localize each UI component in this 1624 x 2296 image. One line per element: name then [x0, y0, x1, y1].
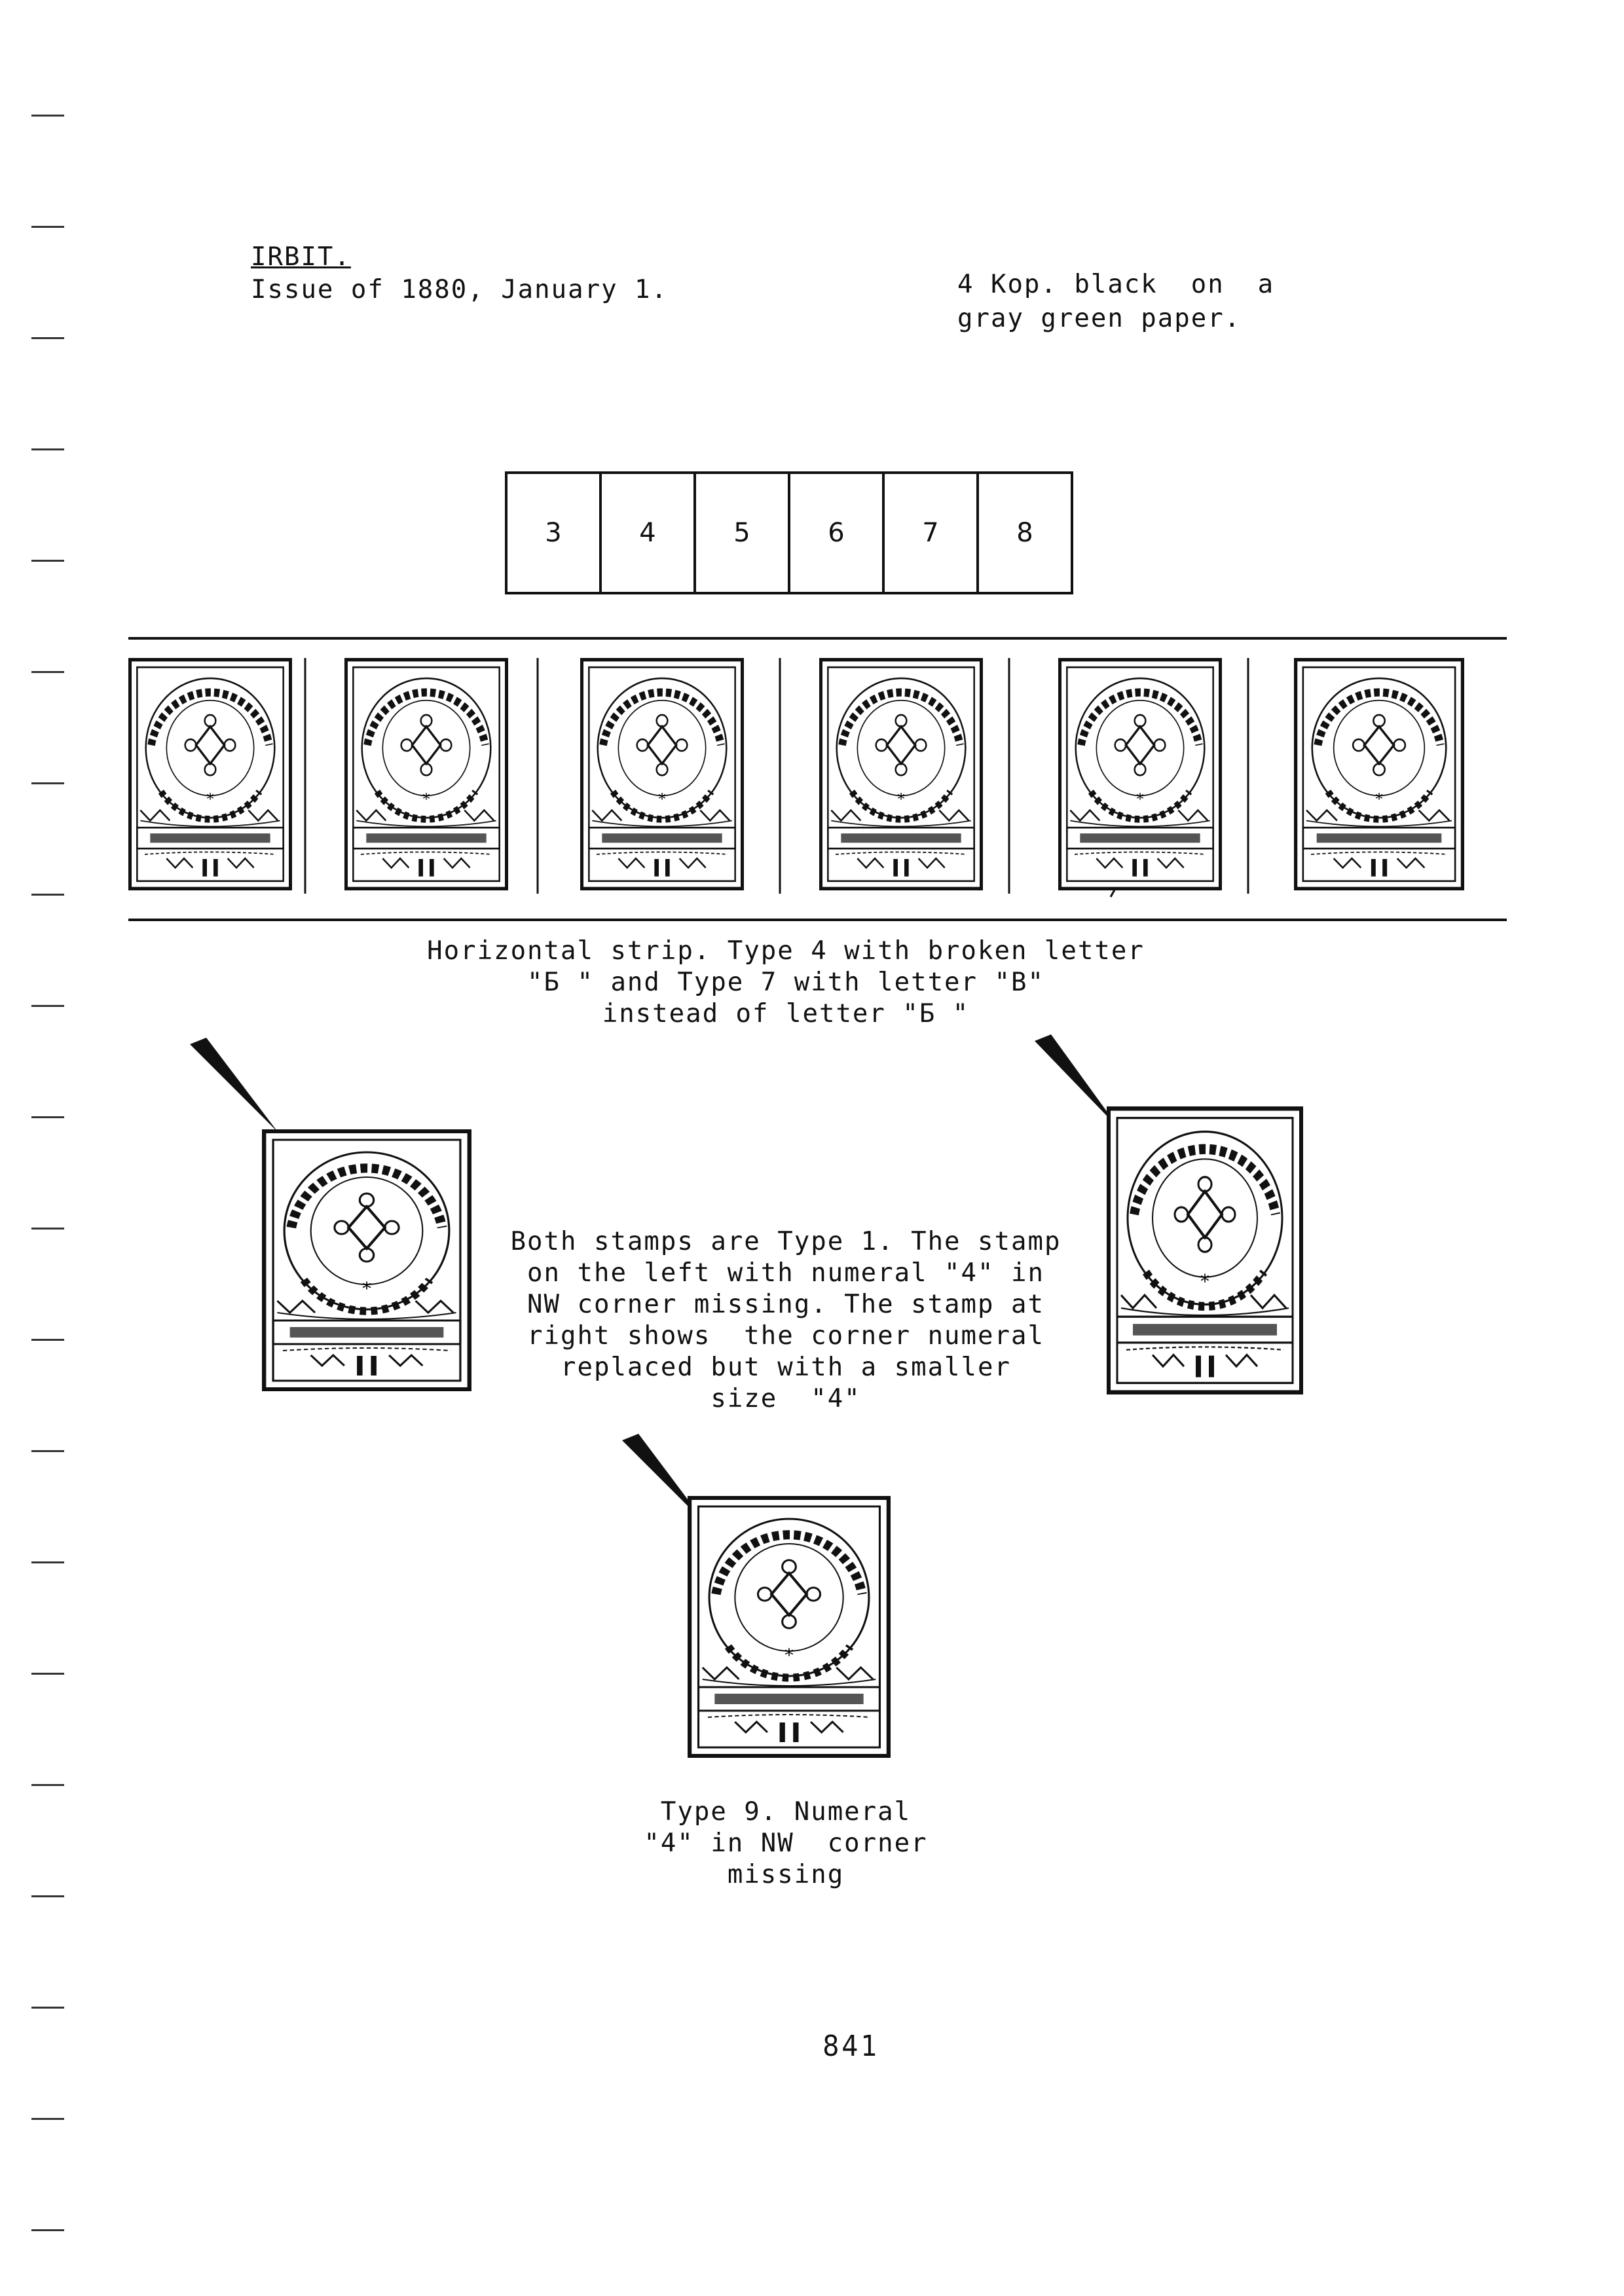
- position-box: 7: [882, 471, 979, 594]
- strip-caption-line-2: "Б " and Type 7 with letter "В": [527, 968, 1044, 997]
- stamp-position-7: [1058, 658, 1222, 890]
- issue-date: Issue of 1880, January 1.: [251, 275, 668, 304]
- stamp-position-8: [1294, 658, 1464, 890]
- stamp-type-1-right: [1107, 1106, 1303, 1394]
- position-boxes: 3 4 5 6 7 8: [505, 471, 1073, 594]
- bottom-caption-line-1: Type 9. Numeral: [660, 1797, 912, 1827]
- page-title: IRBIT.: [251, 242, 351, 272]
- stamp-position-6: [819, 658, 983, 890]
- position-box: 4: [599, 471, 696, 594]
- position-box: 5: [693, 471, 790, 594]
- middle-caption-line-6: size "4": [710, 1384, 861, 1413]
- bottom-caption-line-2: "4" in NW corner: [644, 1829, 928, 1858]
- position-box: 8: [976, 471, 1073, 594]
- middle-caption-line-5: replaced but with a smaller: [561, 1353, 1011, 1382]
- strip-caption-line-1: Horizontal strip. Type 4 with broken let…: [427, 936, 1145, 966]
- pointer-arrow-left-stamp: [190, 1038, 278, 1133]
- middle-caption-line-4: right shows the corner numeral: [527, 1321, 1044, 1351]
- description-line-2: gray green paper.: [957, 304, 1242, 333]
- strip-caption-line-3: instead of letter "Б ": [602, 999, 970, 1029]
- stamp-position-4: [344, 658, 508, 890]
- stamp-type-9: [688, 1496, 891, 1758]
- stamp-position-3: [128, 658, 292, 890]
- pointer-arrow-right-stamp: [1035, 1034, 1120, 1129]
- middle-caption-line-2: on the left with numeral "4" in: [527, 1258, 1044, 1288]
- stamp-position-5: [580, 658, 744, 890]
- middle-caption-line-3: NW corner missing. The stamp at: [527, 1290, 1044, 1319]
- pointer-arrow-bottom-stamp: [622, 1434, 707, 1525]
- position-box: 6: [788, 471, 885, 594]
- description-line-1: 4 Kop. black on a: [957, 270, 1275, 299]
- page-number: 841: [822, 2030, 880, 2063]
- stamp-strip: [128, 632, 1507, 923]
- bottom-caption-line-3: missing: [727, 1860, 845, 1889]
- middle-caption-line-1: Both stamps are Type 1. The stamp: [510, 1227, 1061, 1256]
- position-box: 3: [505, 471, 602, 594]
- stamp-type-1-left: [262, 1129, 471, 1391]
